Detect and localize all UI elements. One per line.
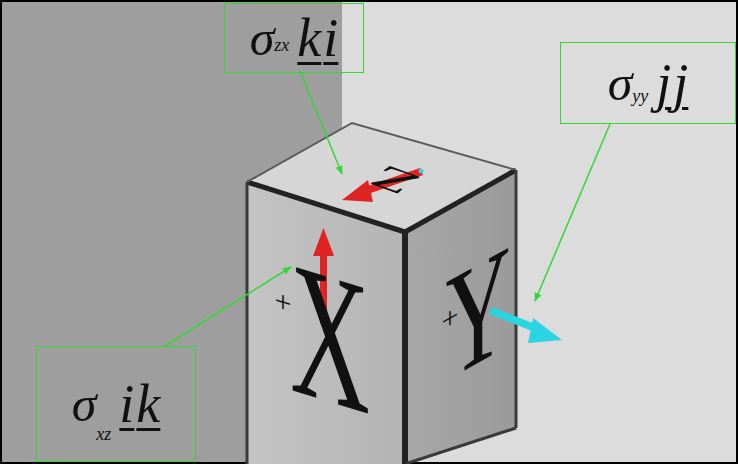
cube-edge (405, 428, 516, 464)
face-sign: + (275, 284, 292, 319)
leader-line (535, 124, 610, 301)
cube-edge (246, 182, 249, 464)
stress-subscript: zx (274, 36, 289, 54)
cube-edge (402, 232, 408, 464)
stress-subscript: xz (96, 425, 111, 443)
stress-subscript: yy (632, 87, 648, 105)
stress-symbol: σ (608, 58, 633, 108)
face-letter: Y (446, 219, 511, 405)
basis-vector: k (297, 11, 321, 65)
callout-box: σyyjj (560, 42, 736, 124)
cube-face-z (247, 123, 516, 232)
basis-vector: i (119, 377, 134, 431)
stress-symbol: σ (250, 13, 275, 63)
leader-line (165, 267, 291, 346)
cube-edge (515, 170, 518, 428)
basis-vector: j (673, 56, 688, 110)
callout-box: σzxki (224, 3, 364, 73)
basis-vector: k (136, 377, 160, 431)
leader-line (300, 71, 342, 174)
callout-box: σxzik (36, 346, 196, 462)
basis-vector: i (323, 11, 338, 65)
basis-vector: j (656, 56, 671, 110)
face-letter: X (290, 231, 370, 445)
stress-symbol: σ (72, 379, 97, 429)
